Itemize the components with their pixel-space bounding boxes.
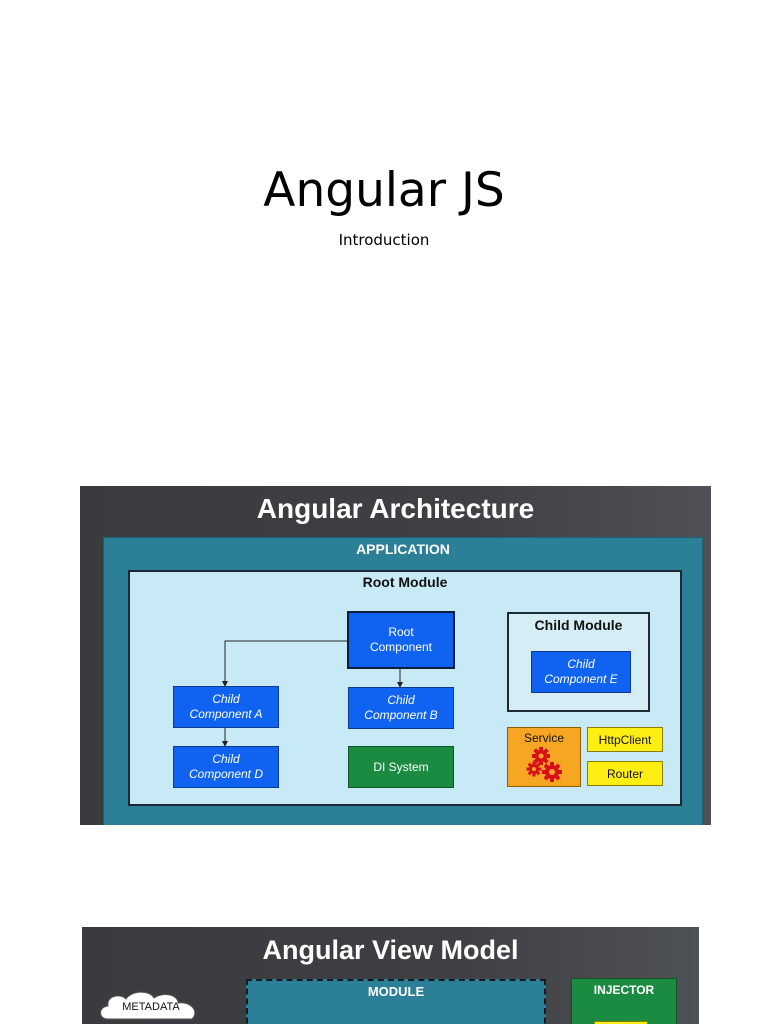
- view-model-slide: Angular View Model METADATA MODULE INJEC…: [82, 927, 699, 1024]
- child-component-b-label: Child Component B: [364, 693, 438, 722]
- router-box: Router: [587, 761, 663, 786]
- application-box: APPLICATION Root Module Root Component C…: [103, 537, 703, 825]
- httpclient-box: HttpClient: [587, 727, 663, 752]
- gears-icon: [526, 747, 562, 782]
- di-system-box: DI System: [348, 746, 454, 788]
- child-component-d-box: Child Component D: [173, 746, 279, 788]
- child-module-label: Child Module: [534, 617, 623, 633]
- root-module-box: Root Module Root Component Child Compone…: [128, 570, 682, 806]
- injector-item: [594, 1021, 648, 1024]
- child-component-a-label: Child Component A: [189, 692, 263, 721]
- root-module-label: Root Module: [362, 574, 448, 590]
- metadata-label: METADATA: [122, 1001, 180, 1013]
- injector-box: INJECTOR: [571, 978, 677, 1024]
- architecture-slide: Angular Architecture APPLICATION Root Mo…: [80, 486, 711, 825]
- child-component-d-label: Child Component D: [188, 752, 264, 781]
- child-component-e-box: Child Component E: [531, 651, 631, 693]
- child-component-e-label: Child Component E: [544, 657, 618, 686]
- child-module-box: Child Module Child Component E: [507, 612, 650, 712]
- application-label: APPLICATION: [356, 541, 450, 557]
- root-component-box: Root Component: [347, 611, 455, 669]
- page-subtitle: Introduction: [338, 231, 430, 249]
- arrow-root-to-a: [222, 640, 347, 687]
- service-label: Service: [523, 731, 564, 745]
- page-title: Angular JS: [263, 163, 505, 218]
- cloud-icon: [100, 991, 196, 1020]
- module-label: MODULE: [367, 984, 425, 999]
- connector-arrows: [222, 640, 403, 747]
- root-component-label: Root Component: [369, 625, 433, 654]
- architecture-heading: Angular Architecture: [256, 493, 535, 524]
- service-box: Service: [507, 727, 581, 787]
- view-model-heading: Angular View Model: [262, 935, 519, 965]
- injector-label: INJECTOR: [593, 983, 655, 997]
- child-component-b-box: Child Component B: [348, 687, 454, 729]
- module-box: MODULE: [246, 979, 546, 1024]
- metadata-cloud: METADATA: [96, 989, 206, 1024]
- child-component-a-box: Child Component A: [173, 686, 279, 728]
